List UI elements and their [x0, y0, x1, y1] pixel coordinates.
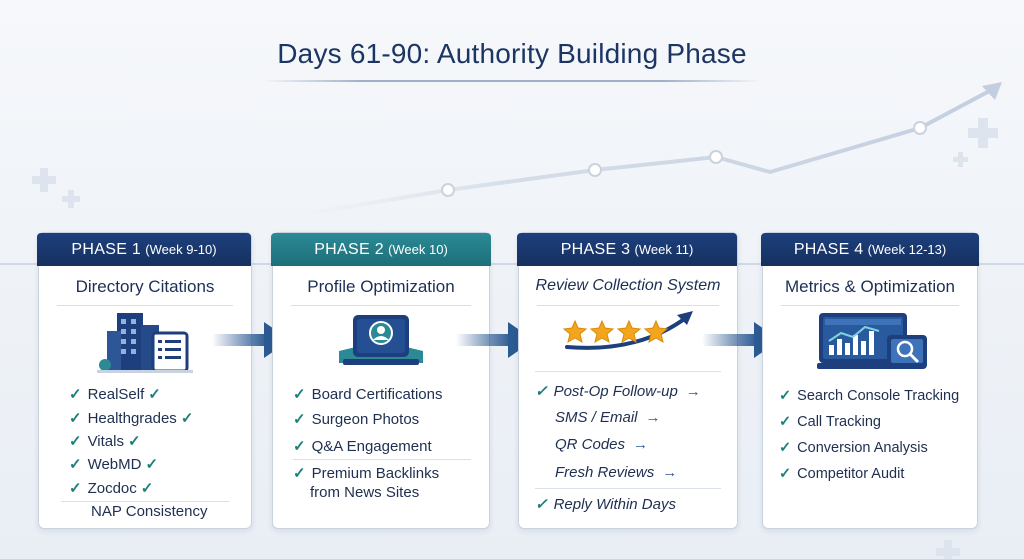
phase-4-card: PHASE 4 (Week 12-13) Metrics & Optimizat… — [761, 232, 979, 529]
list-item: ✓Competitor Audit — [779, 466, 905, 482]
check-icon: ✓ — [535, 496, 548, 513]
divider — [781, 305, 959, 306]
plus-decoration-icon — [968, 118, 998, 148]
list-item: QR Codes→ — [555, 436, 649, 453]
check-icon: ✓ — [128, 433, 141, 450]
check-icon: ✓ — [69, 386, 82, 403]
list-item: Fresh Reviews→ — [555, 464, 678, 481]
check-icon: ✓ — [293, 411, 306, 428]
list-item: ✓Healthgrades✓ — [69, 410, 194, 427]
list-item: ✓Search Console Tracking — [779, 388, 960, 404]
check-icon: ✓ — [293, 438, 306, 455]
arrow-right-icon: → — [662, 464, 678, 481]
phase-weeks: (Week 10) — [388, 242, 448, 257]
phase-footer: ✓Reply Within Days — [535, 496, 676, 513]
list-item: ✓Call Tracking — [779, 414, 881, 430]
phase-3-header: PHASE 3 (Week 11) — [517, 233, 737, 266]
plus-decoration-icon — [62, 190, 80, 208]
plus-decoration-icon — [32, 168, 56, 192]
phase-heading: Directory Citations — [75, 277, 215, 296]
list-item: ✓Board Certifications — [293, 386, 443, 403]
phase-weeks: (Week 11) — [634, 242, 694, 257]
building-directory-icon — [97, 313, 193, 373]
phase-4-header: PHASE 4 (Week 12-13) — [761, 233, 979, 266]
check-icon: ✓ — [779, 388, 792, 404]
arrow-right-icon: → — [685, 383, 701, 400]
check-icon: ✓ — [293, 465, 306, 482]
divider — [57, 305, 233, 306]
list-item: from News Sites — [310, 484, 420, 501]
phase-label: PHASE 1 — [71, 241, 142, 258]
divider — [537, 305, 719, 306]
phase-weeks: (Week 9-10) — [145, 242, 217, 257]
plus-decoration-icon — [936, 540, 960, 559]
growth-trend-line — [298, 86, 997, 217]
phase-2-card: PHASE 2 (Week 10) Profile Optimization ✓… — [271, 232, 491, 529]
list-item: ✓Post-Op Follow-up→ — [535, 383, 701, 400]
list-item: ✓Conversion Analysis — [779, 440, 928, 456]
check-icon: ✓ — [779, 440, 792, 456]
phase-heading: Profile Optimization — [307, 277, 455, 296]
list-item: SMS / Email→ — [555, 409, 661, 426]
analytics-dashboard-icon — [817, 313, 927, 369]
check-icon: ✓ — [779, 466, 792, 482]
phase-heading: Review Collection System — [535, 277, 721, 294]
list-item: ✓Zocdoc✓ — [69, 480, 154, 497]
divider — [535, 371, 721, 372]
check-icon: ✓ — [535, 383, 548, 400]
phase-2-header: PHASE 2 (Week 10) — [271, 233, 491, 266]
check-icon: ✓ — [180, 410, 194, 427]
plus-decoration-icon — [953, 152, 968, 167]
four-stars-icon — [562, 311, 693, 350]
phase-1-header: PHASE 1 (Week 9-10) — [37, 233, 251, 266]
check-icon: ✓ — [69, 456, 82, 473]
phase-3-card: PHASE 3 (Week 11) Review Collection Syst… — [517, 232, 738, 529]
check-icon: ✓ — [145, 456, 159, 473]
check-icon: ✓ — [69, 480, 82, 497]
page-title: Days 61-90: Authority Building Phase — [277, 38, 747, 69]
phase-1-card: PHASE 1 (Week 9-10) Directory Citations … — [37, 232, 252, 529]
timeline-divider — [0, 263, 1024, 265]
check-icon: ✓ — [69, 410, 82, 427]
arrow-right-icon: → — [633, 436, 649, 453]
phase-heading: Metrics & Optimization — [784, 277, 956, 296]
list-item: ✓WebMD✓ — [69, 456, 159, 473]
list-item: ✓RealSelf✓ — [69, 386, 161, 403]
list-item: ✓Surgeon Photos — [293, 411, 420, 428]
growth-arrow-head — [982, 82, 1002, 100]
phase-footer: NAP Consistency — [91, 503, 208, 520]
divider — [293, 459, 471, 460]
title-underline — [262, 80, 762, 82]
list-item: ✓Premium Backlinks — [293, 465, 440, 482]
list-item: ✓Q&A Engagement — [293, 438, 432, 455]
divider — [535, 488, 721, 489]
phase-label: PHASE 4 — [793, 241, 864, 258]
phase-label: PHASE 2 — [314, 241, 384, 258]
divider — [291, 305, 471, 306]
phase-weeks: (Week 12-13) — [867, 242, 947, 257]
arrow-right-icon: → — [645, 409, 661, 426]
phase-label: PHASE 3 — [560, 241, 631, 258]
divider — [61, 501, 229, 502]
check-icon: ✓ — [148, 386, 161, 403]
check-icon: ✓ — [293, 386, 306, 403]
check-icon: ✓ — [779, 414, 792, 430]
check-icon: ✓ — [69, 433, 82, 450]
list-item: ✓Vitals✓ — [69, 433, 141, 450]
check-icon: ✓ — [140, 480, 154, 497]
profile-card-icon — [339, 315, 423, 365]
